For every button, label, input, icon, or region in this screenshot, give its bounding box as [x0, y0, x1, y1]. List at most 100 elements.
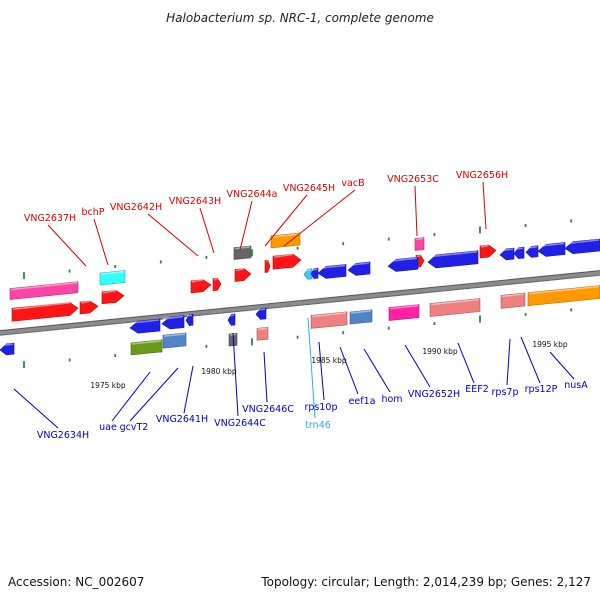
gene-feature[interactable] — [272, 253, 302, 270]
position-ticks — [23, 219, 573, 369]
gene-feature[interactable] — [500, 292, 526, 309]
gene-label[interactable]: EEF2 — [465, 384, 489, 395]
gene-glyph — [161, 315, 185, 330]
gene-label[interactable]: gcvT2 — [120, 422, 149, 433]
gene-feature[interactable] — [537, 242, 566, 257]
gene-label[interactable]: rps7p — [492, 387, 519, 398]
gene-feature[interactable] — [161, 315, 185, 330]
gene-label[interactable]: rps10p — [304, 402, 337, 413]
gene-label[interactable]: trn46 — [305, 420, 331, 431]
gene-feature[interactable] — [190, 279, 212, 294]
gene-label[interactable]: VNG2643H — [169, 196, 221, 207]
leader-line — [414, 185, 418, 237]
gene-label[interactable]: VNG2645H — [283, 183, 335, 194]
gene-feature[interactable] — [101, 289, 125, 305]
gene-feature[interactable] — [129, 318, 161, 334]
gene-label[interactable]: rps12P — [525, 384, 558, 395]
gene-feature[interactable] — [130, 339, 163, 356]
gene-feature[interactable] — [525, 245, 539, 258]
gene-label[interactable]: VNG2653C — [387, 174, 439, 185]
gene-feature[interactable] — [414, 237, 425, 251]
gene-feature[interactable] — [388, 304, 420, 321]
gene-feature[interactable] — [513, 246, 525, 259]
backbone-line — [0, 271, 600, 335]
gene-label[interactable]: VNG2637H — [24, 213, 76, 224]
gene-glyph-highlight — [0, 343, 14, 347]
gene-feature[interactable] — [429, 298, 481, 317]
gene-feature[interactable] — [11, 301, 79, 322]
leader-line — [363, 348, 391, 393]
gene-label[interactable]: hom — [381, 394, 402, 405]
gene-feature[interactable] — [264, 259, 271, 273]
gene-label[interactable]: uae — [99, 422, 117, 433]
gene-label[interactable]: VNG2656H — [456, 170, 508, 181]
gene-label[interactable]: VNG2646C — [242, 404, 294, 415]
gene-glyph-highlight — [257, 327, 268, 331]
leader-line — [13, 388, 59, 429]
gene-feature[interactable] — [227, 313, 236, 326]
gene-feature[interactable] — [256, 326, 269, 341]
gene-feature[interactable] — [234, 268, 252, 282]
gene-feature[interactable] — [270, 232, 301, 249]
gene-feature[interactable] — [0, 342, 15, 356]
gene-glyph-highlight — [265, 260, 268, 263]
gene-glyph-highlight — [565, 239, 600, 245]
gene-label[interactable]: nusA — [564, 380, 588, 391]
gene-feature[interactable] — [347, 261, 371, 276]
gene-glyph — [185, 313, 194, 326]
gene-glyph-highlight — [388, 257, 418, 262]
gene-feature[interactable] — [212, 277, 222, 292]
leader-line — [111, 371, 151, 422]
gene-glyph-highlight — [430, 298, 480, 306]
gene-glyph — [387, 256, 419, 272]
scale-label: 1995 kbp — [532, 340, 568, 349]
gene-feature[interactable] — [310, 267, 319, 279]
gene-feature[interactable] — [303, 268, 313, 280]
leader-line — [549, 351, 575, 380]
gene-label[interactable]: VNG2644a — [227, 189, 278, 200]
gene-feature[interactable] — [233, 245, 252, 260]
gene-label[interactable]: bchP — [81, 207, 104, 218]
gene-glyph — [101, 290, 125, 305]
gene-feature[interactable] — [317, 264, 347, 279]
gene-label[interactable]: VNG2652H — [408, 389, 460, 400]
gene-feature[interactable] — [255, 307, 267, 320]
gene-glyph-highlight — [415, 237, 424, 241]
gene-glyph-highlight — [80, 300, 91, 304]
gene-feature[interactable] — [387, 256, 419, 272]
leader-line — [129, 367, 179, 422]
gene-glyph-highlight — [514, 247, 524, 250]
gene-glyph — [233, 245, 252, 260]
gene-label[interactable]: VNG2642H — [110, 202, 162, 213]
gene-glyph — [270, 232, 301, 249]
leader-line — [93, 218, 109, 266]
gene-label[interactable]: vacB — [341, 178, 364, 189]
leader-line — [183, 365, 194, 414]
gene-feature[interactable] — [99, 270, 126, 286]
gene-feature[interactable] — [527, 285, 600, 307]
gene-label[interactable]: eef1a — [349, 396, 376, 407]
gene-glyph — [264, 259, 271, 273]
gene-label[interactable]: VNG2634H — [37, 430, 89, 441]
leader-line — [263, 351, 268, 403]
gene-glyph — [234, 268, 252, 282]
gene-label[interactable]: VNG2644C — [214, 418, 266, 429]
gene-feature[interactable] — [479, 244, 497, 259]
gene-glyph — [256, 326, 269, 341]
gene-feature[interactable] — [427, 250, 479, 269]
gene-glyph — [479, 244, 497, 259]
gene-feature[interactable] — [9, 281, 79, 300]
gene-feature[interactable] — [499, 247, 515, 261]
gene-feature[interactable] — [310, 311, 348, 329]
genome-backbone — [0, 270, 600, 336]
gene-feature[interactable] — [185, 313, 194, 326]
gene-glyph — [427, 250, 479, 269]
gene-feature[interactable] — [564, 238, 600, 255]
leader-line — [457, 342, 475, 384]
gene-feature[interactable] — [79, 300, 99, 315]
gene-feature[interactable] — [162, 332, 187, 349]
gene-feature[interactable] — [349, 309, 373, 325]
gene-label[interactable]: VNG2641H — [156, 414, 208, 425]
